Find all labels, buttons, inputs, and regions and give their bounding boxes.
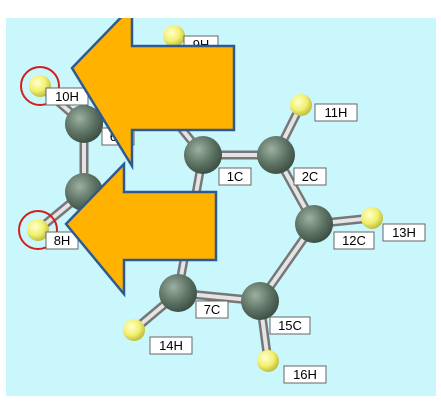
molecule-viewer[interactable]: 9H 10H 3C 6C 11H 1C xyxy=(6,18,436,396)
atom-label-8h: 8H xyxy=(45,231,79,250)
svg-text:16H: 16H xyxy=(293,367,317,382)
svg-text:2C: 2C xyxy=(302,169,319,184)
atom-label-10h: 10H xyxy=(45,87,89,106)
atom-label-11h: 11H xyxy=(314,103,358,122)
atom-label-16h: 16H xyxy=(283,365,327,384)
atom-label-13h: 13H xyxy=(382,223,426,242)
atom-label-12c: 12C xyxy=(333,231,375,250)
highlight-layer xyxy=(18,66,60,250)
atom-14h[interactable] xyxy=(123,319,145,341)
atom-12c[interactable] xyxy=(295,205,333,243)
arrow-pointer-lower xyxy=(64,160,218,298)
annotation-arrows xyxy=(64,18,236,298)
atom-9h[interactable] xyxy=(163,25,185,47)
atom-label-1c: 1C xyxy=(218,167,252,186)
atom-1c[interactable] xyxy=(184,136,222,174)
svg-text:8H: 8H xyxy=(54,233,71,248)
arrow-pointer-upper xyxy=(70,18,236,171)
atom-11h[interactable] xyxy=(290,94,312,116)
svg-text:12C: 12C xyxy=(342,233,366,248)
molecule-scene[interactable]: 9H 10H 3C 6C 11H 1C xyxy=(6,18,436,396)
svg-text:14H: 14H xyxy=(159,338,183,353)
svg-text:15C: 15C xyxy=(278,318,302,333)
atom-8h[interactable] xyxy=(27,219,49,241)
atom-label-15c: 15C xyxy=(269,316,311,335)
atom-label-2c: 2C xyxy=(293,167,327,186)
atom-2c[interactable] xyxy=(257,136,295,174)
atom-16h[interactable] xyxy=(257,350,279,372)
atoms-layer xyxy=(27,25,383,372)
selection-ring-10h xyxy=(20,66,60,106)
atom-label-7c: 7C xyxy=(195,300,229,319)
atom-7c[interactable] xyxy=(159,274,197,312)
atom-13h[interactable] xyxy=(361,207,383,229)
selection-ring-8h xyxy=(18,210,58,250)
svg-text:7C: 7C xyxy=(204,302,221,317)
svg-text:13H: 13H xyxy=(392,225,416,240)
atom-6c[interactable] xyxy=(65,105,103,143)
svg-text:1C: 1C xyxy=(227,169,244,184)
svg-text:11H: 11H xyxy=(325,105,348,120)
atom-15c[interactable] xyxy=(241,282,279,320)
svg-text:10H: 10H xyxy=(55,89,79,104)
atom-label-14h: 14H xyxy=(149,336,193,355)
